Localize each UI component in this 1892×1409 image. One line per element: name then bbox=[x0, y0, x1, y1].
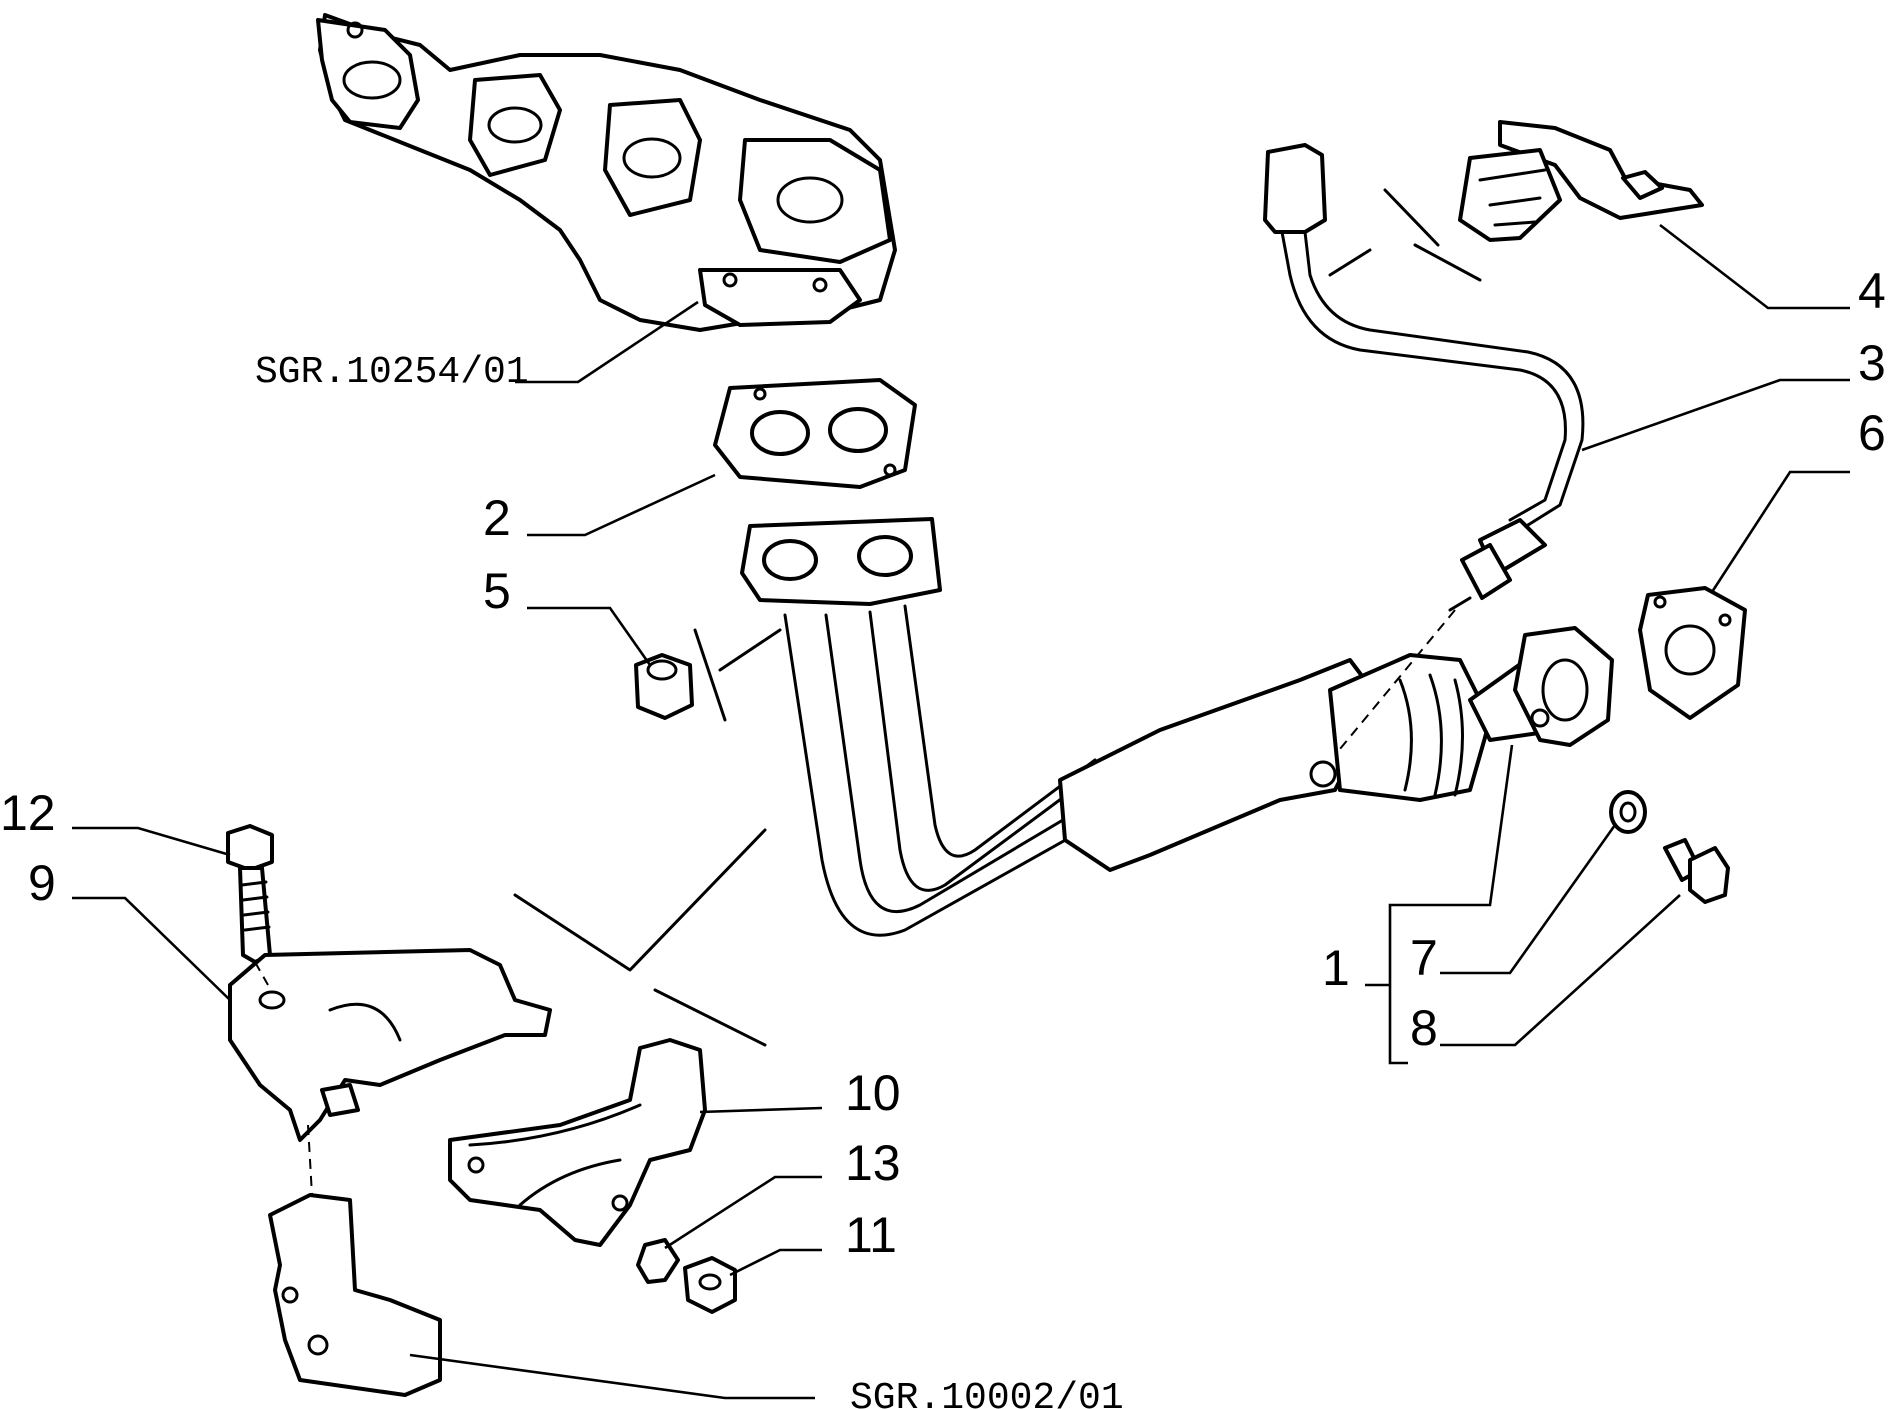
clamp bbox=[448, 1038, 707, 1247]
reference-codes: SGR.10254/01 SGR.10002/01 bbox=[255, 351, 1124, 1409]
bolt bbox=[1663, 838, 1730, 904]
spring-washer bbox=[636, 1238, 680, 1284]
exhaust-manifold bbox=[316, 13, 897, 332]
callout-7: 7 bbox=[1410, 930, 1438, 986]
callout-labels: 1 2 3 4 5 6 7 8 9 10 11 12 13 bbox=[0, 263, 1886, 1263]
callout-12: 12 bbox=[0, 785, 56, 841]
nut bbox=[634, 653, 694, 720]
callout-6: 6 bbox=[1858, 405, 1886, 461]
leader-lines bbox=[72, 223, 1850, 1400]
sensor-bracket bbox=[1458, 120, 1704, 242]
bracket-bolt bbox=[226, 824, 274, 964]
callout-9: 9 bbox=[28, 855, 56, 911]
callout-1: 1 bbox=[1322, 940, 1350, 996]
manifold-reference: SGR.10254/01 bbox=[255, 351, 529, 394]
callout-11: 11 bbox=[845, 1207, 897, 1263]
bracket-reference: SGR.10002/01 bbox=[850, 1377, 1124, 1409]
clamp-nut bbox=[683, 1256, 737, 1314]
callout-4: 4 bbox=[1858, 263, 1886, 319]
callout-5: 5 bbox=[483, 563, 511, 619]
callout-10: 10 bbox=[845, 1065, 901, 1121]
callout-3: 3 bbox=[1858, 335, 1886, 391]
pipe-support-bracket bbox=[228, 948, 552, 1142]
callout-13: 13 bbox=[845, 1135, 901, 1191]
callout-2: 2 bbox=[483, 490, 511, 546]
break-marks bbox=[513, 188, 1482, 1047]
callout-8: 8 bbox=[1410, 1000, 1438, 1056]
assembly-lines bbox=[254, 609, 1456, 1196]
front-exhaust-pipe bbox=[740, 517, 1614, 937]
manifold-gasket bbox=[713, 378, 917, 489]
lambda-sensor bbox=[1263, 143, 1585, 612]
washer bbox=[1609, 790, 1647, 834]
lower-bracket bbox=[268, 1193, 442, 1397]
flange-gasket bbox=[1638, 586, 1747, 720]
